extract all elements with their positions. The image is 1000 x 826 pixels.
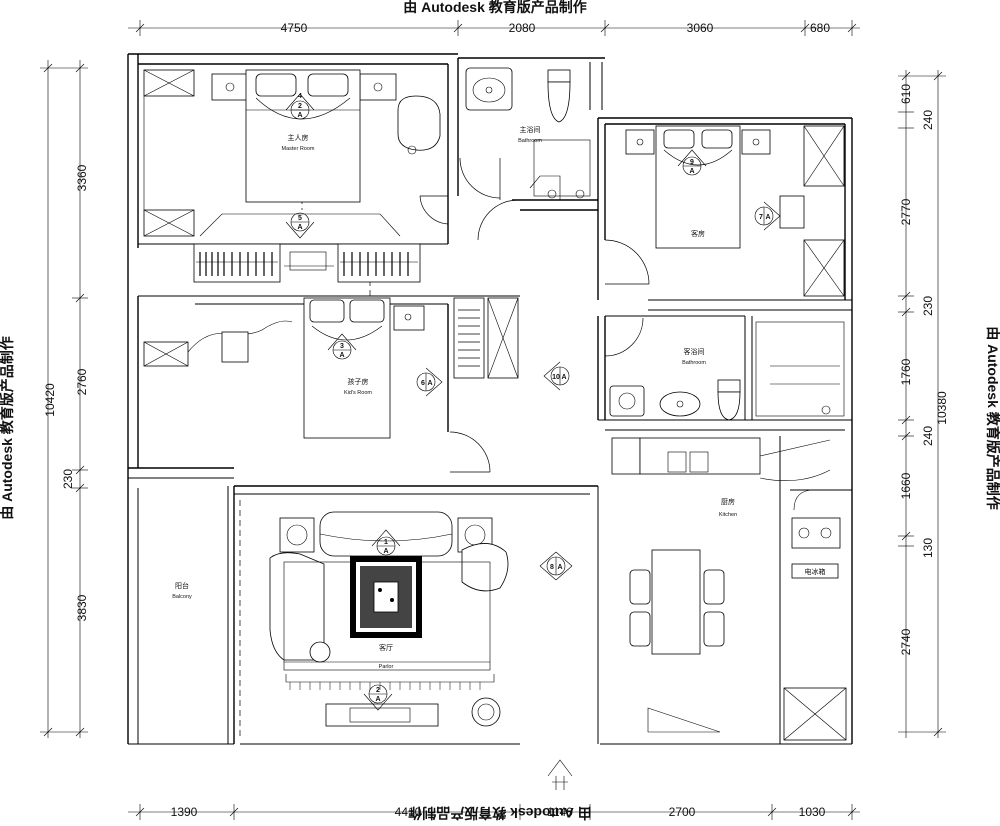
svg-text:9: 9: [690, 159, 694, 166]
master-bedroom-label-en: Master Room: [281, 146, 314, 152]
dim-right-total: 10380: [935, 391, 949, 425]
guest-bathroom-label: 客浴间: [684, 347, 705, 356]
marker-living-right: 8 A: [539, 551, 566, 581]
marker-guest-top: 9 A: [677, 149, 707, 176]
living-room-label: 客厅: [379, 643, 393, 652]
svg-text:8: 8: [550, 564, 554, 571]
guest-bedroom: 客房: [604, 125, 845, 297]
marker-master-bottom: 5 A: [285, 212, 315, 239]
dim-right-4: 230: [921, 296, 935, 316]
balcony-label-en: Balcony: [172, 594, 192, 600]
dim-right-7: 1660: [899, 472, 913, 499]
dim-right-9: 2740: [899, 628, 913, 655]
dim-top-4: 680: [810, 21, 830, 35]
dim-right-6: 240: [921, 426, 935, 446]
guest-bathroom-label-en: Bathroom: [682, 360, 706, 366]
svg-text:A: A: [557, 564, 562, 571]
marker-corridor: 10 A: [543, 361, 570, 391]
svg-text:A: A: [339, 352, 344, 359]
dim-bottom-5: 1030: [799, 805, 826, 819]
balcony: 阳台 Balcony: [172, 581, 192, 600]
dim-bottom-2: 4410: [395, 805, 422, 819]
kids-room-label: 孩子房: [348, 377, 369, 386]
watermark-top: 由 Autodesk 教育版产品制作: [403, 0, 587, 15]
guest-bathroom: 客浴间 Bathroom: [604, 317, 845, 421]
svg-text:A: A: [297, 112, 302, 119]
dim-right-5: 1760: [899, 358, 913, 385]
dim-bottom-1: 1390: [171, 805, 198, 819]
master-bedroom-label: 主人房: [288, 133, 309, 142]
dimension-top: 4750 2080 3060 680: [128, 20, 860, 36]
guest-bedroom-label: 客房: [691, 229, 705, 238]
dim-left-3: 230: [61, 469, 75, 489]
marker-guest-right: 7 A: [754, 201, 781, 231]
kids-room-label-en: Kid's Room: [344, 390, 372, 396]
dim-right-1: 610: [899, 84, 913, 104]
main-bathroom-label: 主浴间: [520, 125, 541, 134]
dim-right-3: 2770: [899, 198, 913, 225]
dim-top-2: 2080: [509, 21, 536, 35]
svg-text:7: 7: [759, 214, 763, 221]
dimension-bottom: 1390 4410 1140 2700 1030: [128, 804, 860, 820]
dim-top-3: 3060: [687, 21, 714, 35]
svg-text:3: 3: [340, 343, 344, 350]
kitchen-label: 厨房: [721, 497, 735, 506]
marker-living-top: 1 A: [371, 529, 401, 556]
elevation-markers: 2 A 5 A 6 A 7 A 3 A: [285, 93, 781, 711]
svg-text:A: A: [561, 374, 566, 381]
svg-text:2: 2: [298, 103, 302, 110]
dimension-right: 610 240 2770 230 1760 240 1660 130 2740 …: [898, 70, 949, 738]
kitchen: 电冰箱 厨房 Kitchen: [611, 437, 852, 741]
svg-text:A: A: [375, 696, 380, 703]
marker-master-top: 2 A: [285, 93, 315, 120]
dim-bottom-4: 2700: [669, 805, 696, 819]
dim-top-1: 4750: [281, 21, 308, 35]
master-bedroom: 主人房 Master Room: [143, 69, 449, 237]
svg-text:5: 5: [298, 215, 302, 222]
svg-text:A: A: [383, 548, 388, 555]
svg-text:A: A: [689, 168, 694, 175]
main-bathroom-label-en: Bathroom: [518, 138, 542, 144]
dim-left-2: 2760: [75, 368, 89, 395]
watermark-right: 由 Autodesk 教育版产品制作: [985, 326, 1000, 510]
walls: [127, 53, 853, 745]
marker-kids-right: 6 A: [416, 367, 443, 397]
svg-text:10: 10: [552, 374, 560, 381]
svg-text:A: A: [297, 224, 302, 231]
main-bathroom: 主浴间 Bathroom: [459, 67, 591, 200]
svg-text:A: A: [427, 380, 432, 387]
svg-text:A: A: [765, 214, 770, 221]
marker-living-left: [555, 551, 573, 581]
dim-left-total: 10420: [43, 383, 57, 417]
svg-text:6: 6: [421, 380, 425, 387]
svg-text:1: 1: [384, 539, 388, 546]
kids-room: 孩子房 Kid's Room: [143, 199, 519, 473]
dim-left-1: 3360: [75, 164, 89, 191]
fridge-label: 电冰箱: [805, 567, 826, 576]
corridor-wardrobes: [193, 243, 421, 283]
dim-right-8: 130: [921, 538, 935, 558]
living-room-label-en: Parlor: [379, 664, 394, 670]
svg-text:2: 2: [376, 687, 380, 694]
living-room: 客厅 Parlor: [269, 511, 573, 790]
dimension-left: 3360 2760 230 3830 10420: [40, 60, 89, 738]
balcony-label: 阳台: [175, 581, 189, 590]
marker-kids-top: 3 A: [327, 333, 357, 360]
dim-bottom-3: 1140: [547, 805, 573, 819]
watermark-left: 由 Autodesk 教育版产品制作: [0, 336, 15, 520]
svg-text:4: 4: [298, 93, 302, 100]
dim-right-2: 240: [921, 110, 935, 130]
marker-living-bottom: 2 A: [363, 684, 393, 711]
marker-master-bed: 4: [298, 93, 302, 100]
kitchen-label-en: Kitchen: [719, 512, 737, 518]
dim-left-4: 3830: [75, 594, 89, 621]
watermark-bottom: 由 Autodesk 教育版产品制作: [408, 805, 592, 821]
